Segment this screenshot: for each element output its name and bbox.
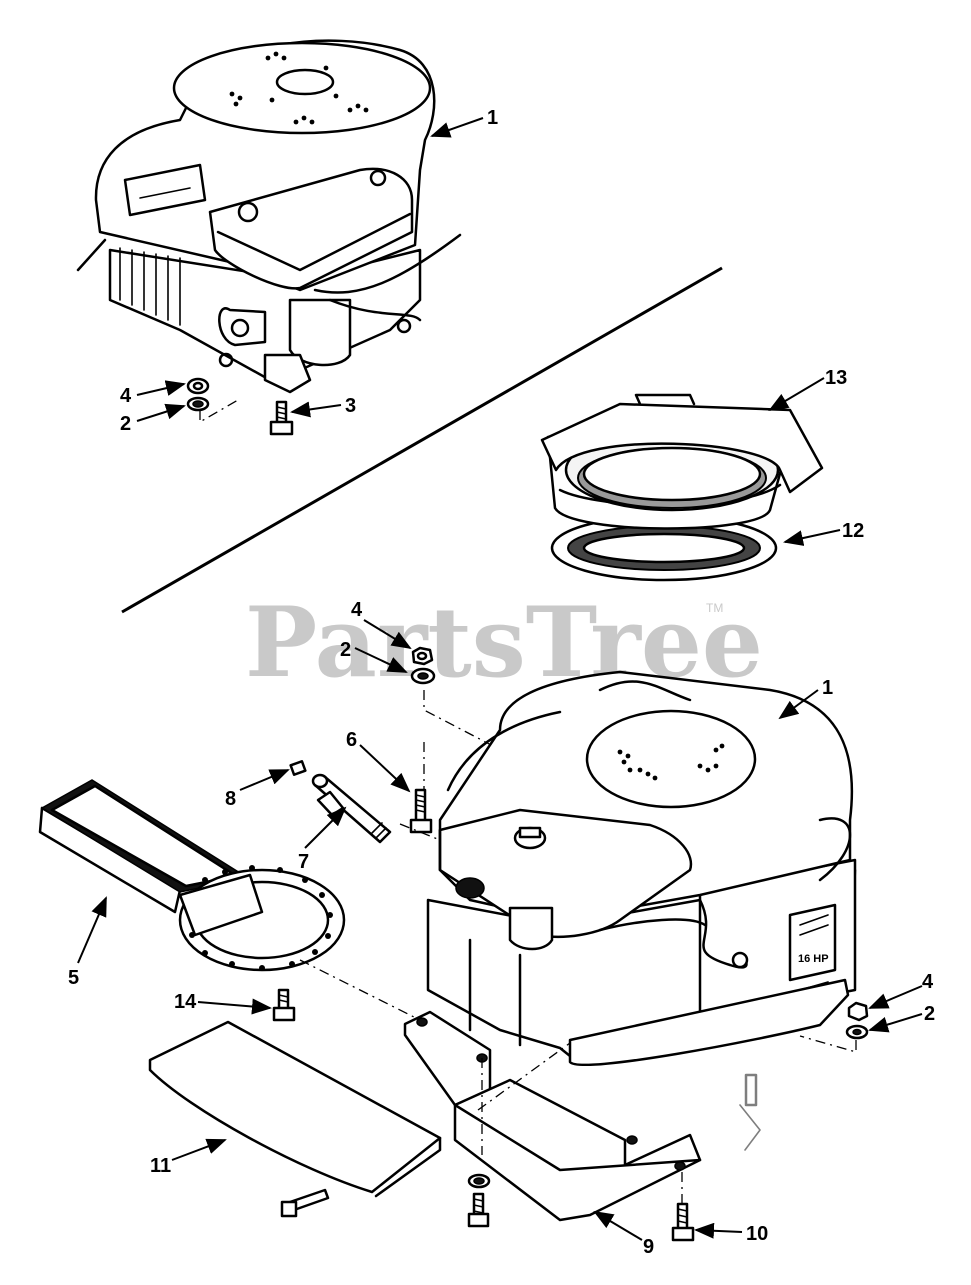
callout-12: 12 — [842, 520, 864, 542]
engine-mid: 16 HP — [426, 670, 857, 1067]
callout-14: 14 — [174, 991, 197, 1013]
bolt-mid — [409, 788, 433, 834]
callout-1-mid: 1 — [822, 677, 833, 699]
callout-10: 10 — [746, 1223, 768, 1245]
callout-3: 3 — [345, 395, 356, 417]
bolt-top — [269, 400, 294, 436]
watermark-trademark: TM — [706, 601, 723, 615]
deflector-plate — [148, 1020, 442, 1198]
nut-mid — [411, 646, 434, 666]
bolt-10 — [671, 1202, 695, 1242]
mounting-bracket — [403, 1010, 702, 1222]
engine-decal-hp: 16 HP — [798, 953, 829, 965]
bolt-14 — [272, 988, 296, 1022]
nut-top — [186, 377, 210, 395]
washer-mid — [410, 667, 436, 685]
nut-right — [847, 1001, 869, 1022]
washer-bottom — [467, 1173, 491, 1189]
tube-part — [311, 773, 392, 844]
callout-13: 13 — [825, 367, 847, 389]
callout-arrows — [77, 117, 923, 1241]
separator-line — [121, 266, 723, 614]
washer-right — [845, 1024, 869, 1040]
engine-top — [76, 39, 462, 394]
callout-4-top: 4 — [120, 385, 132, 407]
deflector-bolt — [280, 1188, 330, 1218]
callout-4-mid: 4 — [351, 599, 363, 621]
washer-top — [186, 396, 210, 412]
callout-6: 6 — [346, 729, 357, 751]
air-cleaner-assembly — [540, 393, 824, 582]
callout-1-top: 1 — [487, 107, 498, 129]
callout-2-top: 2 — [120, 413, 131, 435]
callout-11: 11 — [150, 1155, 171, 1177]
bolt-bottom-left — [467, 1192, 490, 1228]
callout-2-right: 2 — [924, 1003, 935, 1025]
callout-8: 8 — [225, 788, 236, 810]
callout-2-mid: 2 — [340, 639, 351, 661]
discharge-chute — [38, 779, 346, 972]
plug-part — [289, 759, 307, 777]
callout-9: 9 — [643, 1236, 654, 1258]
bolt-underside — [739, 1073, 761, 1151]
callout-7: 7 — [298, 851, 309, 873]
callout-5: 5 — [68, 967, 79, 989]
callout-4-right: 4 — [922, 971, 934, 993]
callout-labels: 1 4 2 3 13 12 4 2 1 6 8 7 5 14 4 2 11 9 … — [68, 107, 935, 1258]
